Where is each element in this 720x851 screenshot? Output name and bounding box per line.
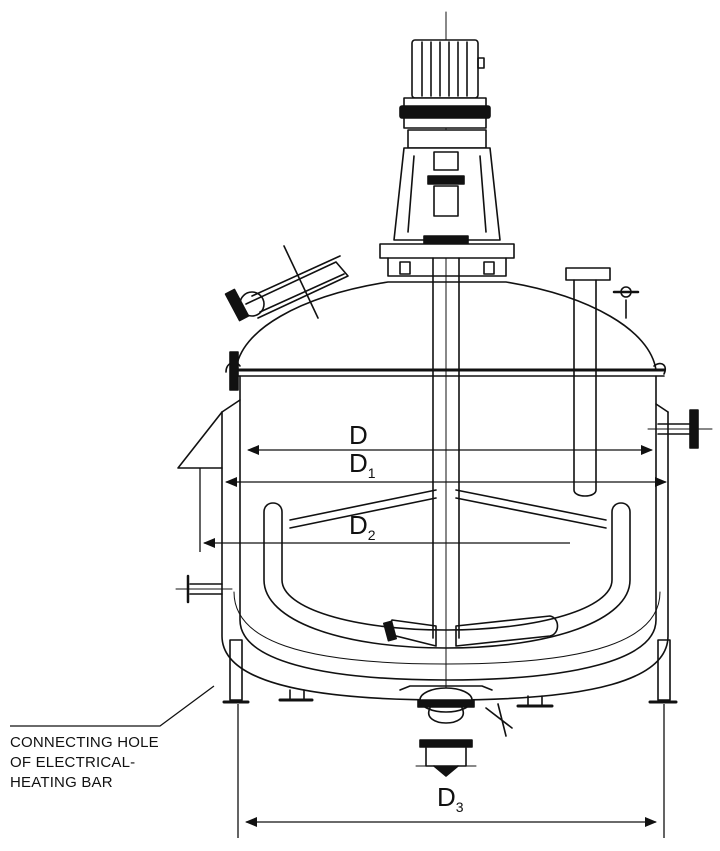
anchor-agitator <box>263 489 631 649</box>
thermometer-tube <box>565 267 611 497</box>
inner-vessel <box>233 375 661 681</box>
heating-bar-bracket <box>177 411 223 469</box>
callout-leader-line <box>10 685 215 727</box>
right-side-nozzle <box>647 409 713 449</box>
manhole <box>224 245 349 322</box>
outer-jacket <box>221 399 669 701</box>
top-dished-head <box>235 281 657 371</box>
label-d2: D2 <box>349 510 376 543</box>
top-right-nozzle <box>612 286 640 319</box>
label-d: D <box>349 420 368 450</box>
callout-line-1: CONNECTING HOLE <box>10 734 159 751</box>
label-d3: D3 <box>437 782 464 815</box>
bottom-impeller <box>383 615 559 647</box>
support-legs <box>222 639 678 708</box>
bottom-discharge-valve <box>399 685 513 777</box>
callout-line-3: HEATING BAR <box>10 774 113 791</box>
label-d1: D1 <box>349 448 376 481</box>
heating-bar-callout: CONNECTING HOLE OF ELECTRICAL- HEATING B… <box>10 733 159 793</box>
left-jacket-nozzle <box>175 574 233 604</box>
callout-line-2: OF ELECTRICAL- <box>10 754 136 771</box>
motor <box>399 39 491 129</box>
gearbox-stand <box>379 129 515 277</box>
left-flange-bolt <box>229 351 239 391</box>
